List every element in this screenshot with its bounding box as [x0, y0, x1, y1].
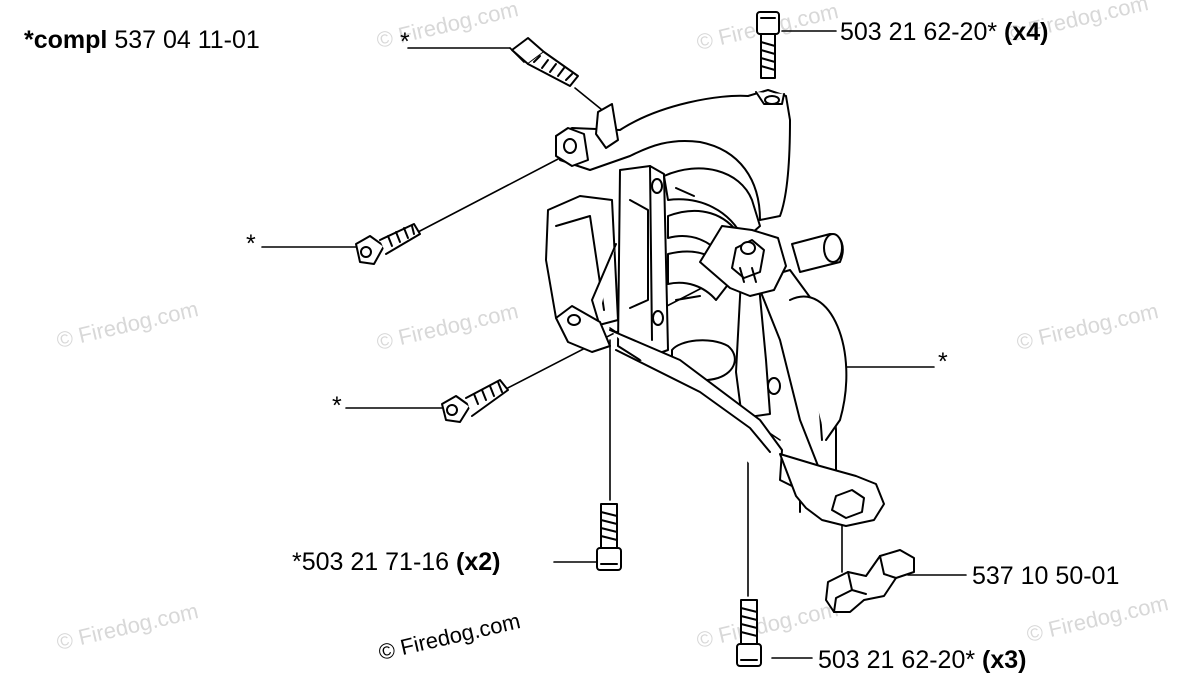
callout-star-right: *: [938, 348, 948, 376]
callout-bottom-left-qty: (x2): [456, 548, 501, 576]
callout-bottom-left-part: *503 21 71-16: [292, 548, 450, 576]
screw-left-lower: [441, 379, 509, 423]
callout-bottom-right: 503 21 62-20* (x3): [818, 646, 1027, 674]
callout-bottom-left: *503 21 71-16 (x2): [292, 548, 501, 576]
screw-lower-right: [736, 599, 762, 667]
callout-top-right-qty: (x4): [1004, 18, 1049, 46]
screw-lower-middle: [596, 503, 622, 571]
callout-star-left-upper: *: [246, 230, 256, 258]
callout-top-right-part: 503 21 62-20*: [840, 18, 998, 46]
screw-top: [756, 11, 780, 79]
callout-star-left-lower: *: [332, 392, 342, 420]
clip-part: [825, 549, 915, 613]
screw-top-left: [511, 37, 579, 87]
assembly-title-number: 537 04 11-01: [114, 26, 260, 54]
assembly-title: *compl 537 04 11-01: [24, 26, 260, 54]
callout-top-right: 503 21 62-20* (x4): [840, 18, 1049, 46]
screw-left-upper: [355, 223, 421, 265]
callout-clip: 537 10 50-01: [972, 562, 1120, 590]
housing-main: [545, 89, 885, 527]
callout-star-top-left: *: [400, 28, 410, 56]
assembly-title-prefix: *compl: [24, 26, 108, 54]
callout-bottom-right-qty: (x3): [982, 646, 1027, 674]
callout-bottom-right-part: 503 21 62-20*: [818, 646, 976, 674]
